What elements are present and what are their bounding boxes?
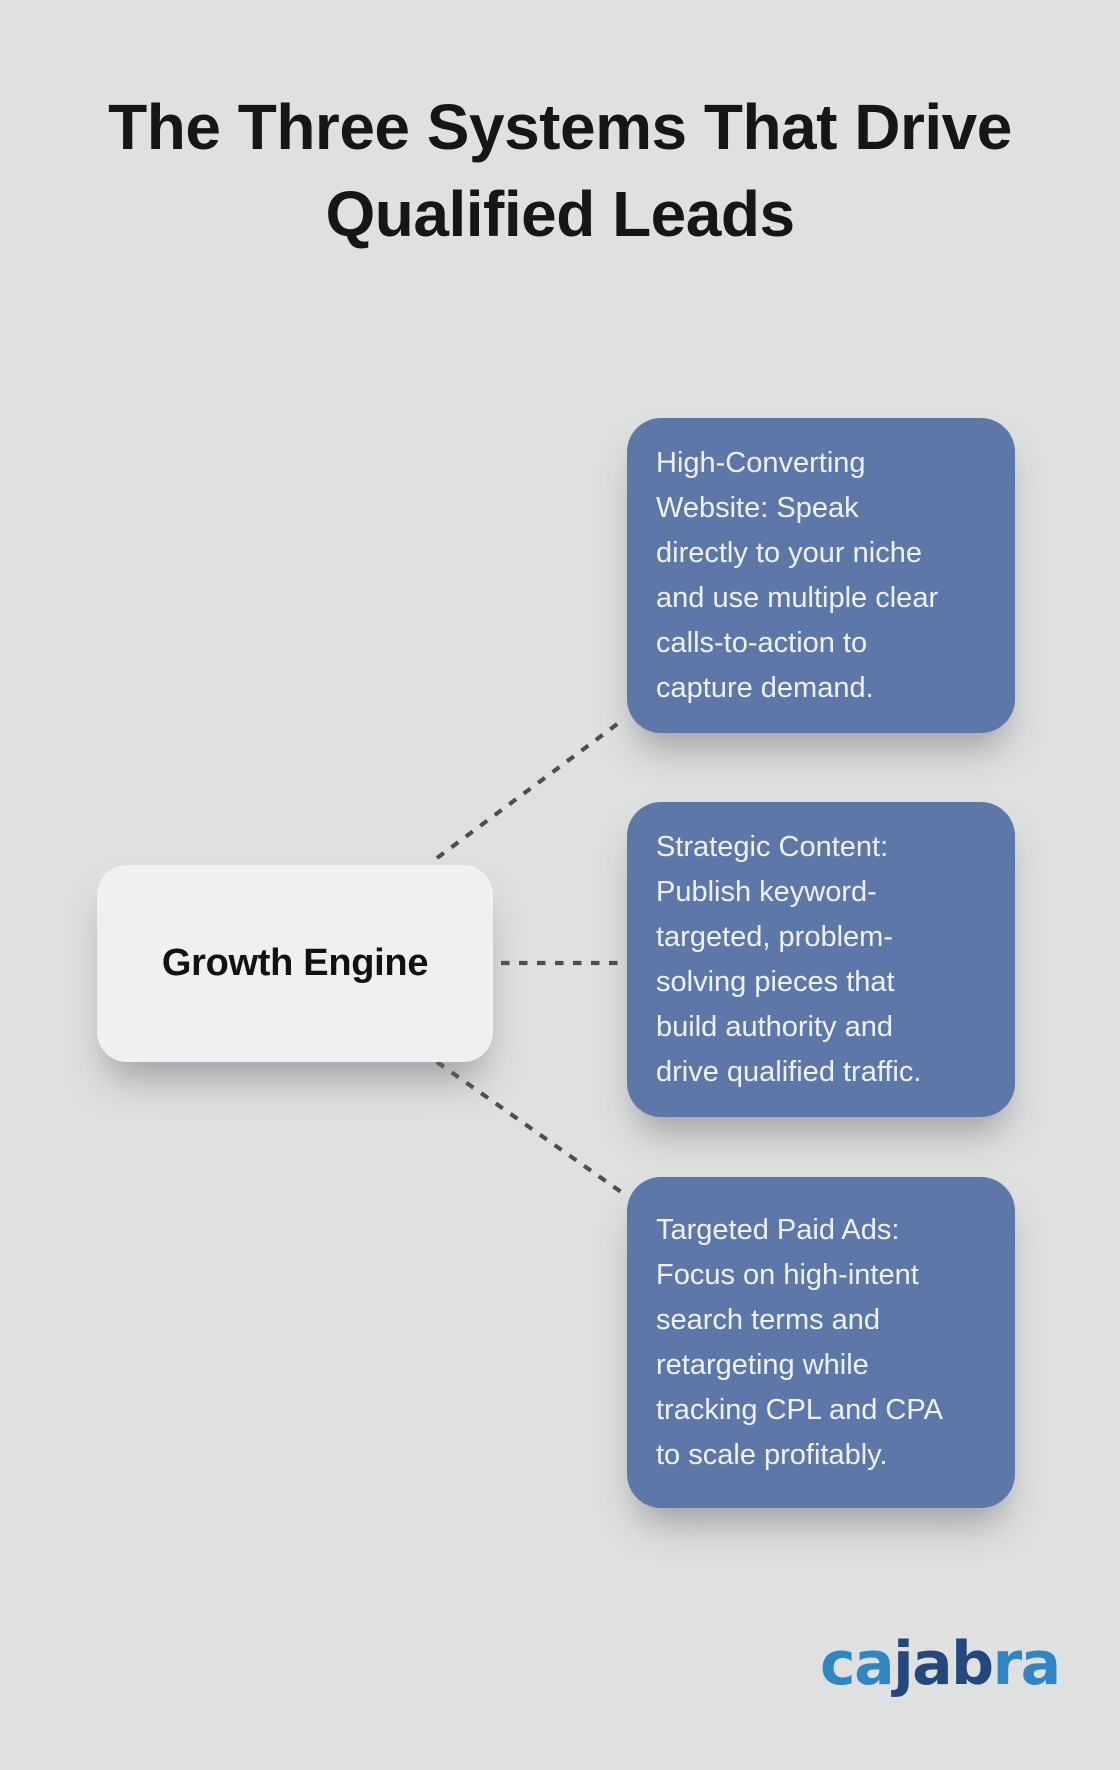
system-card-strategic-content: Strategic Content: Publish keyword- targ…: [627, 802, 1015, 1117]
growth-engine-node: Growth Engine: [97, 865, 493, 1062]
cajabra-logo-segment: jab: [893, 1629, 994, 1699]
cajabra-logo-segment: ra: [992, 1629, 1062, 1699]
cajabra-logo: cajabra: [820, 1634, 1061, 1694]
system-card-text: High-Converting Website: Speak directly …: [656, 446, 939, 704]
system-card-text: Targeted Paid Ads: Focus on high-intent …: [656, 1213, 943, 1471]
system-card-targeted-paid-ads: Targeted Paid Ads: Focus on high-intent …: [627, 1177, 1015, 1508]
system-card-text: Strategic Content: Publish keyword- targ…: [656, 830, 922, 1088]
system-card-high-converting-website: High-Converting Website: Speak directly …: [627, 418, 1015, 733]
connector-bottom: [435, 1060, 626, 1196]
growth-engine-label: Growth Engine: [161, 942, 429, 984]
cajabra-logo-segment: ca: [820, 1629, 895, 1699]
connector-top: [435, 720, 622, 860]
page-title: The Three Systems That Drive Qualified L…: [108, 91, 1012, 250]
